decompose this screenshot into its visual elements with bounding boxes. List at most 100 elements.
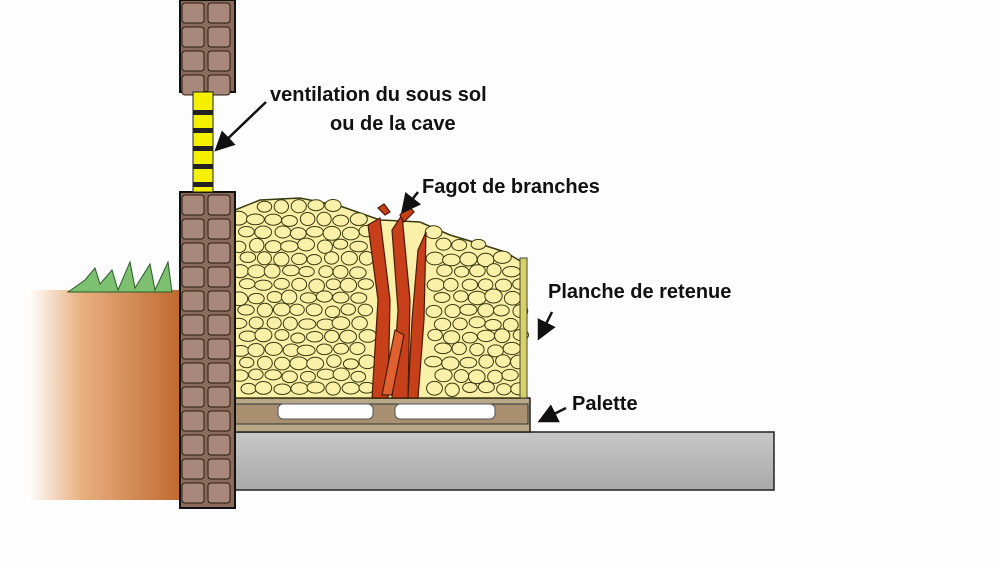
brick	[207, 74, 231, 96]
stone	[305, 303, 323, 317]
stone	[326, 354, 342, 368]
stone	[332, 291, 350, 304]
brick	[207, 482, 231, 504]
stone	[350, 292, 368, 304]
stone	[357, 303, 374, 317]
brick	[181, 362, 205, 384]
stone	[501, 368, 519, 382]
stone	[469, 342, 485, 357]
brick	[207, 458, 231, 480]
stone	[317, 239, 333, 254]
brick	[207, 266, 231, 288]
brick	[181, 50, 205, 72]
stone	[492, 250, 512, 264]
stone	[324, 329, 340, 343]
stone	[453, 290, 469, 303]
concrete-slab	[179, 431, 775, 491]
stone	[441, 356, 460, 371]
stone	[442, 330, 461, 345]
brick	[207, 434, 231, 456]
stone	[290, 382, 309, 395]
stone	[452, 317, 468, 331]
stone	[477, 278, 494, 291]
stone	[494, 278, 513, 292]
stone	[349, 240, 368, 253]
stone	[492, 304, 510, 317]
stone	[291, 277, 308, 292]
stone	[342, 358, 359, 370]
stone	[443, 277, 459, 292]
stone	[282, 316, 298, 331]
stone	[478, 354, 494, 369]
stone	[305, 330, 324, 343]
stone	[280, 240, 299, 253]
stone	[426, 277, 445, 292]
brick	[181, 290, 205, 312]
stone	[273, 356, 291, 371]
stone	[299, 292, 318, 304]
stone	[462, 382, 478, 394]
stone	[291, 252, 308, 266]
stone	[486, 263, 502, 278]
stone	[434, 342, 452, 355]
brick	[207, 242, 231, 264]
stone	[424, 355, 443, 368]
stone	[351, 316, 368, 331]
stone	[349, 212, 368, 227]
stone	[436, 264, 453, 277]
stone	[427, 328, 443, 342]
stone	[290, 199, 307, 214]
brick	[207, 194, 231, 216]
stone	[256, 251, 272, 266]
stone	[238, 225, 255, 238]
brick	[181, 2, 205, 24]
stone	[340, 303, 357, 316]
stone	[331, 316, 351, 331]
stone	[470, 238, 487, 250]
brick	[207, 410, 231, 432]
stone	[273, 251, 290, 267]
stone	[477, 303, 495, 318]
brick	[181, 386, 205, 408]
stone	[451, 238, 468, 252]
ventilation-label-line1: ventilation du sous sol	[270, 84, 487, 106]
palette-arrow	[537, 404, 567, 423]
stone	[254, 279, 273, 291]
stone	[315, 290, 333, 303]
fagot-branches	[367, 203, 427, 399]
stone	[433, 291, 451, 303]
stone	[350, 370, 367, 383]
soil	[28, 290, 180, 500]
stone	[299, 211, 316, 227]
stone	[308, 278, 325, 294]
stone	[324, 198, 342, 212]
stone	[305, 225, 324, 238]
stone	[289, 356, 309, 371]
brick	[181, 314, 205, 336]
stone	[459, 303, 478, 316]
brick	[207, 26, 231, 48]
stone	[256, 302, 273, 318]
stone	[325, 381, 341, 396]
stone	[325, 278, 342, 291]
stone	[237, 304, 255, 316]
stone	[459, 356, 478, 369]
stone	[435, 237, 452, 251]
stone	[266, 316, 282, 330]
ventilation-arrow	[214, 101, 267, 152]
stone	[281, 370, 298, 384]
stone	[257, 355, 273, 371]
stone	[434, 368, 453, 383]
stone	[461, 278, 479, 291]
stone	[318, 265, 334, 278]
pallet	[179, 397, 531, 433]
stone	[484, 288, 503, 304]
planche-arrow	[537, 311, 556, 341]
stone	[238, 330, 258, 342]
ventilation-pipe	[192, 91, 214, 193]
palette-label: Palette	[572, 393, 638, 415]
stone	[272, 302, 291, 317]
brick	[181, 242, 205, 264]
brick	[181, 266, 205, 288]
